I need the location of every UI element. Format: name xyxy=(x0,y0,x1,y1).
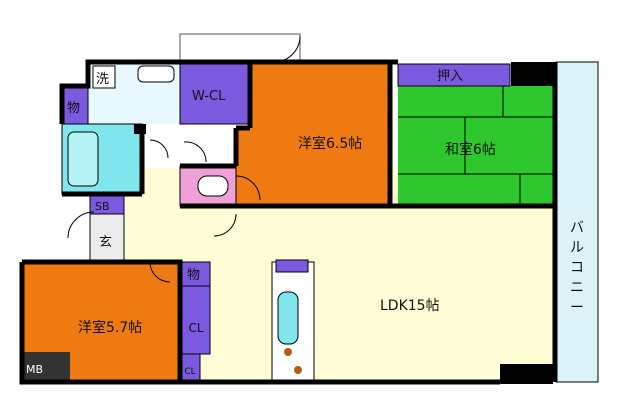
tatami-lines xyxy=(398,86,553,206)
range-hood xyxy=(275,259,309,273)
meter-box xyxy=(22,352,70,382)
stove-burner-icon xyxy=(284,348,292,356)
label-entrance: 玄 xyxy=(99,235,112,250)
label-oshiire: 押入 xyxy=(437,69,463,84)
label-closet: CL xyxy=(188,321,203,335)
balcony xyxy=(555,61,599,383)
balcony-label-char: バ xyxy=(570,220,584,236)
walls xyxy=(19,59,558,385)
japanese-room-pillar xyxy=(511,62,555,86)
label-storage-top: 物 xyxy=(67,101,80,116)
western-room-6-5 xyxy=(250,62,390,205)
balcony-label-char: ニ xyxy=(570,280,584,296)
label-shoe-box: SB xyxy=(95,200,110,213)
storage-top xyxy=(61,85,89,125)
western-room-6-5-ext xyxy=(236,130,256,205)
corner-pillar xyxy=(500,364,553,384)
label-wash: 洗 xyxy=(96,72,109,87)
closet-cl xyxy=(179,285,211,355)
japanese-room xyxy=(398,86,553,206)
balcony-label-char: ー xyxy=(570,300,584,316)
balcony-label-char: ル xyxy=(570,240,584,256)
room-label-ldk: LDK15帖 xyxy=(380,298,440,314)
label-meter-box: MB xyxy=(26,363,43,376)
kitchen-sink-icon xyxy=(277,291,299,345)
room-label-japanese: 和室6帖 xyxy=(445,141,496,158)
oshiire-closet xyxy=(397,63,511,87)
balcony-label: バ ル コ ニ ー xyxy=(570,220,584,316)
wall-pillar xyxy=(134,124,146,134)
upper-terrace xyxy=(179,33,301,63)
label-storage-mid: 物 xyxy=(187,268,200,283)
label-closet-small: CL xyxy=(184,367,195,377)
balcony-label-char: コ xyxy=(570,260,584,276)
entrance xyxy=(89,213,125,263)
room-label-western-5-7: 洋室5.7帖 xyxy=(78,319,142,336)
door-swings xyxy=(67,35,301,283)
wash-mark xyxy=(92,65,116,89)
label-walk-in-closet: W-CL xyxy=(192,89,226,104)
stove-burner-icon xyxy=(294,366,302,374)
room-label-western-6-5: 洋室6.5帖 xyxy=(298,135,362,152)
bathtub-icon xyxy=(67,131,99,187)
toilet-icon xyxy=(197,175,229,197)
sink-icon xyxy=(137,65,175,83)
